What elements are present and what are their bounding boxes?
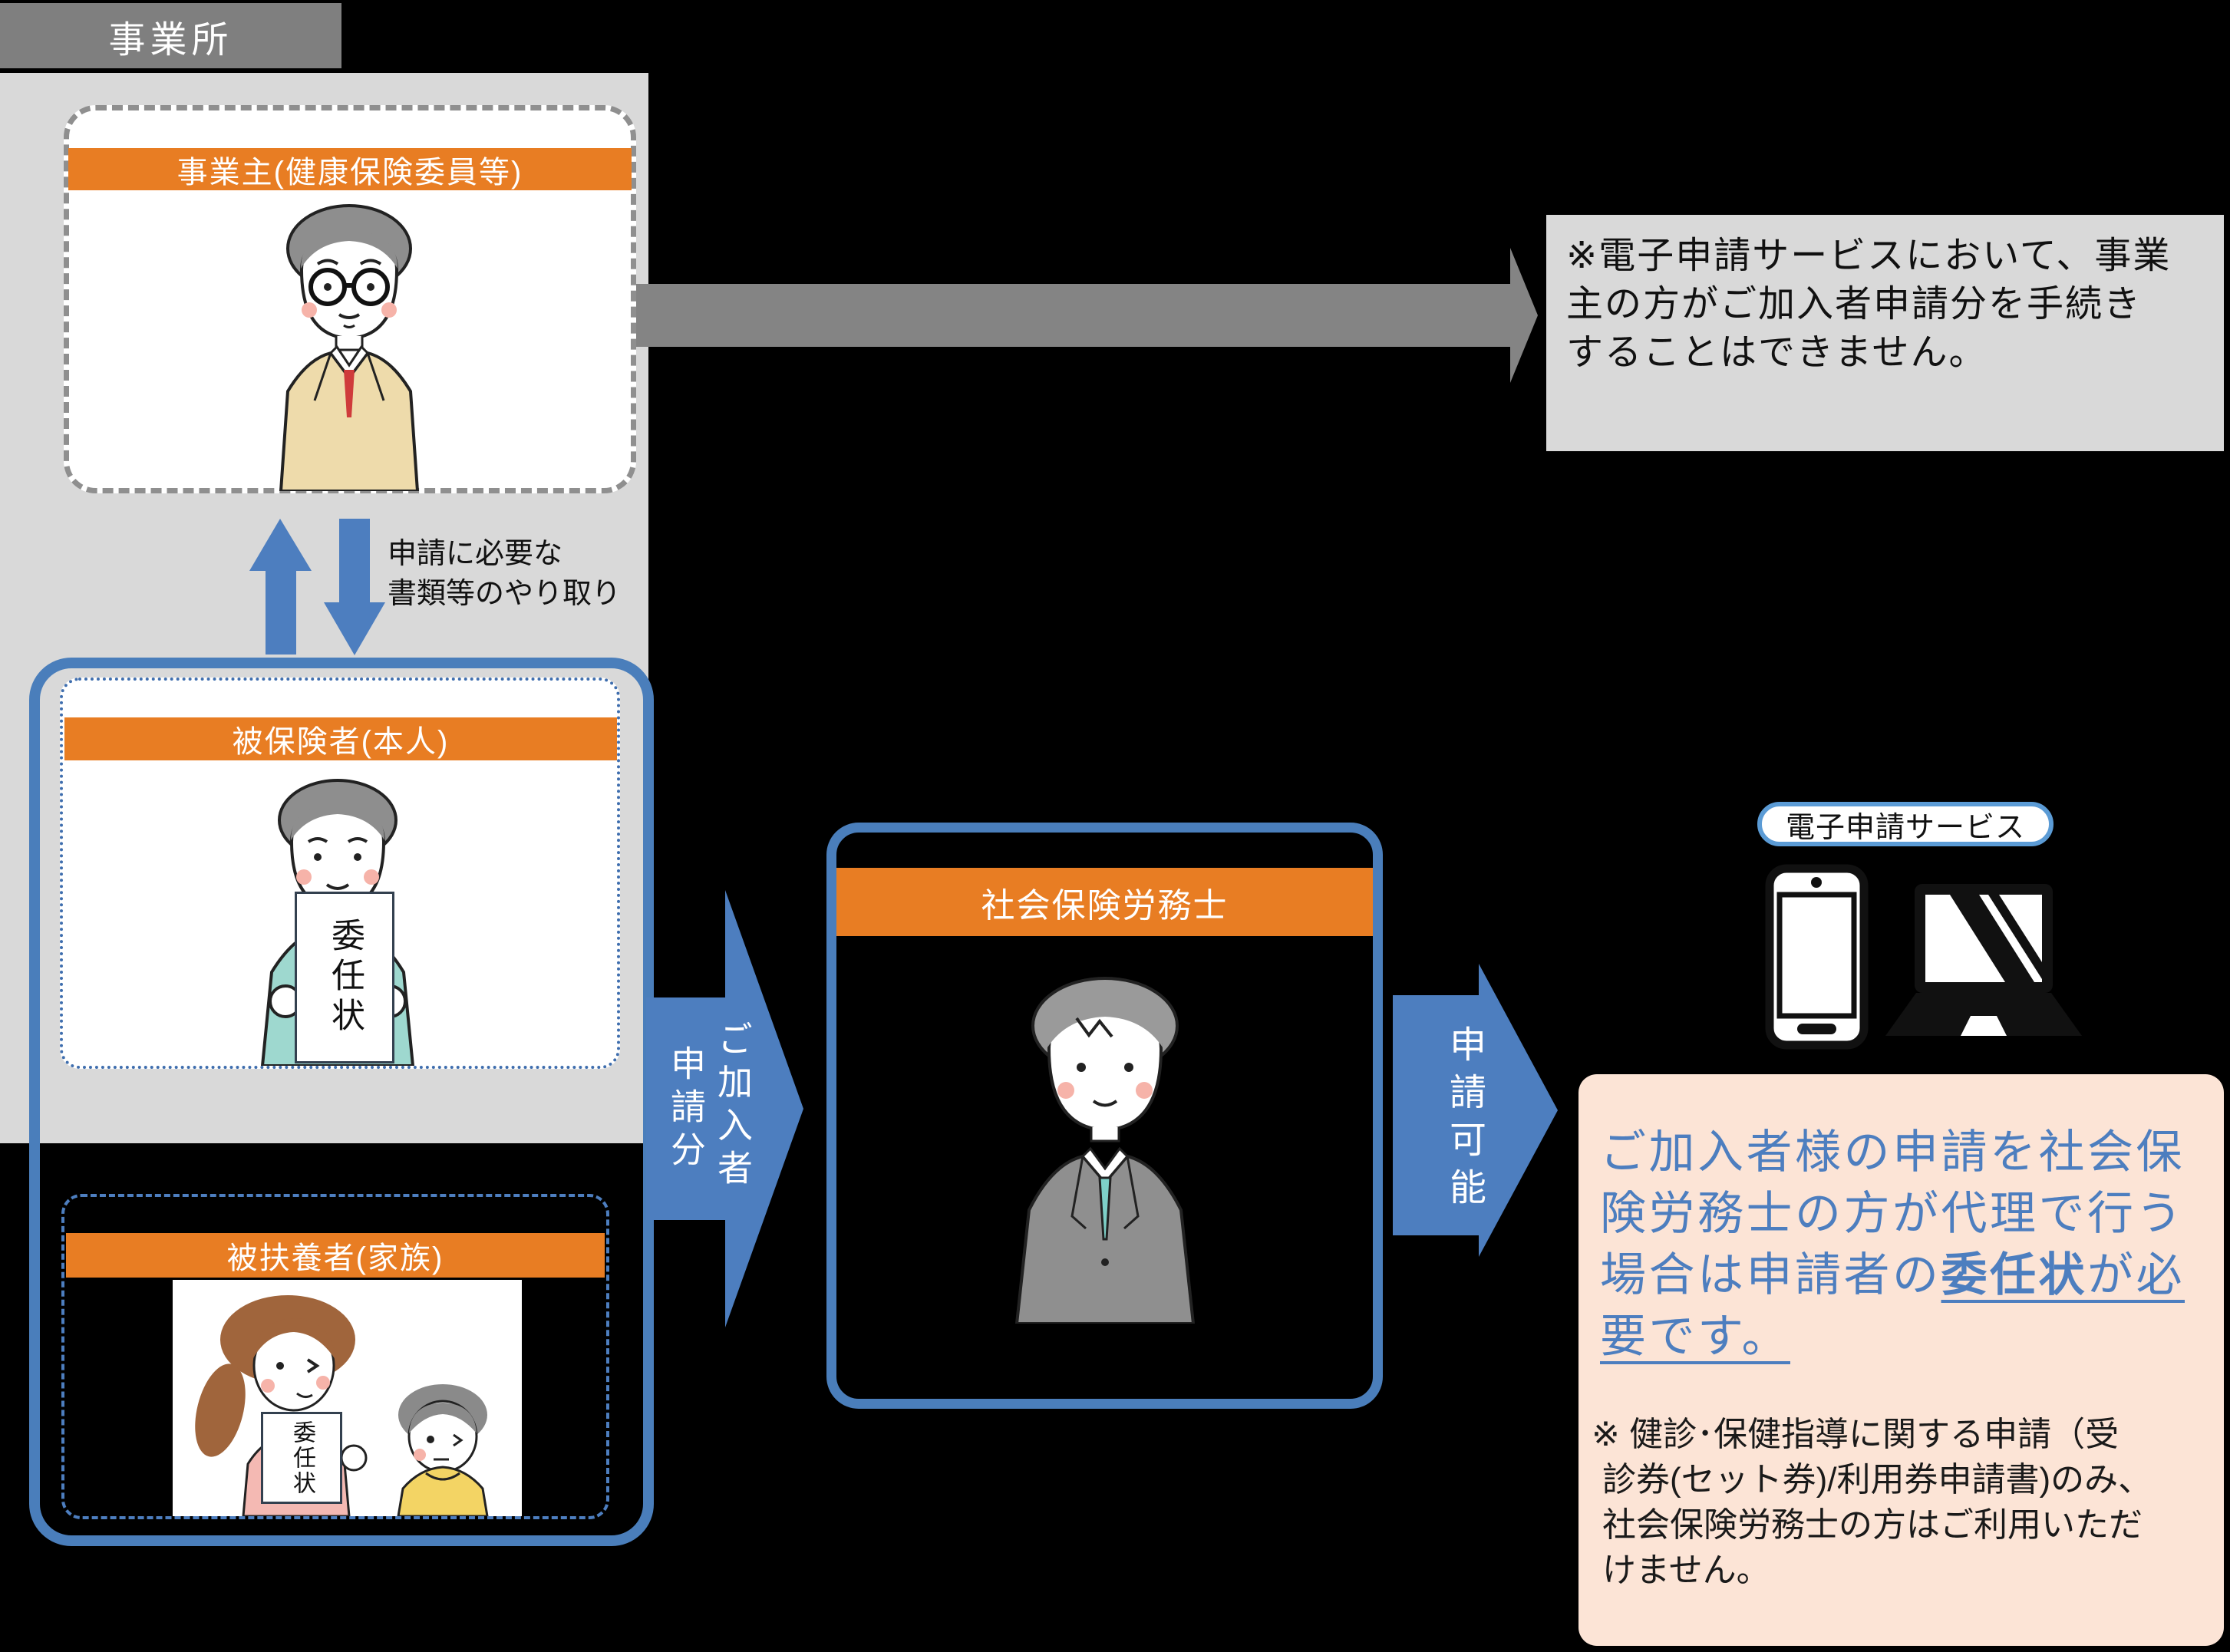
down-arrow: [324, 519, 385, 655]
member-arrow-label-2: 申請分: [666, 1045, 706, 1174]
exchange-label: 申請に必要な 書類等のやり取り: [388, 538, 622, 610]
dependent-poa-sign: 委任状: [261, 1412, 342, 1504]
sharoushi-header-label: 社会保険労務士: [981, 886, 1229, 925]
proxy-note-box: ご加入者様の申請を社会保 険労務士の方が代理で行う 場合は申請者の委任状が必要で…: [1578, 1074, 2224, 1646]
member-arrow-label-1: ご加入者: [713, 1021, 753, 1192]
up-arrow: [249, 519, 312, 655]
sharoushi-box: [826, 823, 1383, 1409]
employer-note-box: ※電子申請サービスにおいて、事業 主の方がご加入者申請分を手続き することはでき…: [1546, 215, 2224, 451]
gray-arrow: [634, 248, 1538, 383]
eservice-label: 電子申請サービス: [1785, 811, 2025, 844]
proxy-note-main: ご加入者様の申請を社会保 険労務士の方が代理で行う 場合は申請者の委任状が必要で…: [1600, 1122, 2210, 1367]
apply-arrow: [1393, 964, 1558, 1257]
sharoushi-header: 社会保険労務士: [836, 868, 1373, 936]
dependent-header-label: 被扶養者(家族): [226, 1241, 444, 1275]
apply-arrow-label: 申請可能: [1443, 1025, 1484, 1215]
employer-illustration: [279, 204, 420, 491]
dependent-photo: [173, 1280, 522, 1518]
insured-header-label: 被保険者(本人): [232, 725, 450, 759]
dependent-box: [61, 1194, 609, 1519]
proxy-note-after: が必要です。: [1600, 1249, 2185, 1362]
proxy-note-before: ご加入者様の申請を社会保 険労務士の方が代理で行う 場合は申請者の: [1600, 1126, 2185, 1301]
employer-header: 事業主(健康保険委員等): [68, 148, 632, 190]
dependent-header: 被扶養者(家族): [66, 1233, 605, 1278]
employer-note-text: ※電子申請サービスにおいて、事業 主の方がご加入者申請分を手続き することはでき…: [1566, 236, 2172, 373]
office-title: 事業所: [108, 19, 233, 61]
laptop-icon: [1885, 884, 2082, 1036]
proxy-note-sub: ※ 健診･保健指導に関する申請（受 診券(セット券)/利用券申請書)のみ、 社会…: [1592, 1416, 2152, 1589]
insured-poa-sign-text: 委任状: [326, 918, 364, 1037]
employer-header-label: 事業主(健康保険委員等): [176, 155, 523, 190]
dependent-illustration: [195, 1295, 489, 1518]
member-arrow: [646, 890, 803, 1327]
eservice-pill: 電子申請サービス: [1757, 802, 2054, 846]
office-title-bar: 事業所: [0, 3, 341, 68]
insured-header: 被保険者(本人): [64, 717, 617, 760]
sharoushi-illustration: [1014, 977, 1196, 1324]
proxy-note-emphasis: 委任状: [1941, 1249, 2087, 1301]
insured-poa-sign: 委任状: [295, 892, 394, 1063]
dependent-poa-sign-text: 委任状: [289, 1420, 315, 1496]
smartphone-icon: [1765, 864, 1869, 1050]
